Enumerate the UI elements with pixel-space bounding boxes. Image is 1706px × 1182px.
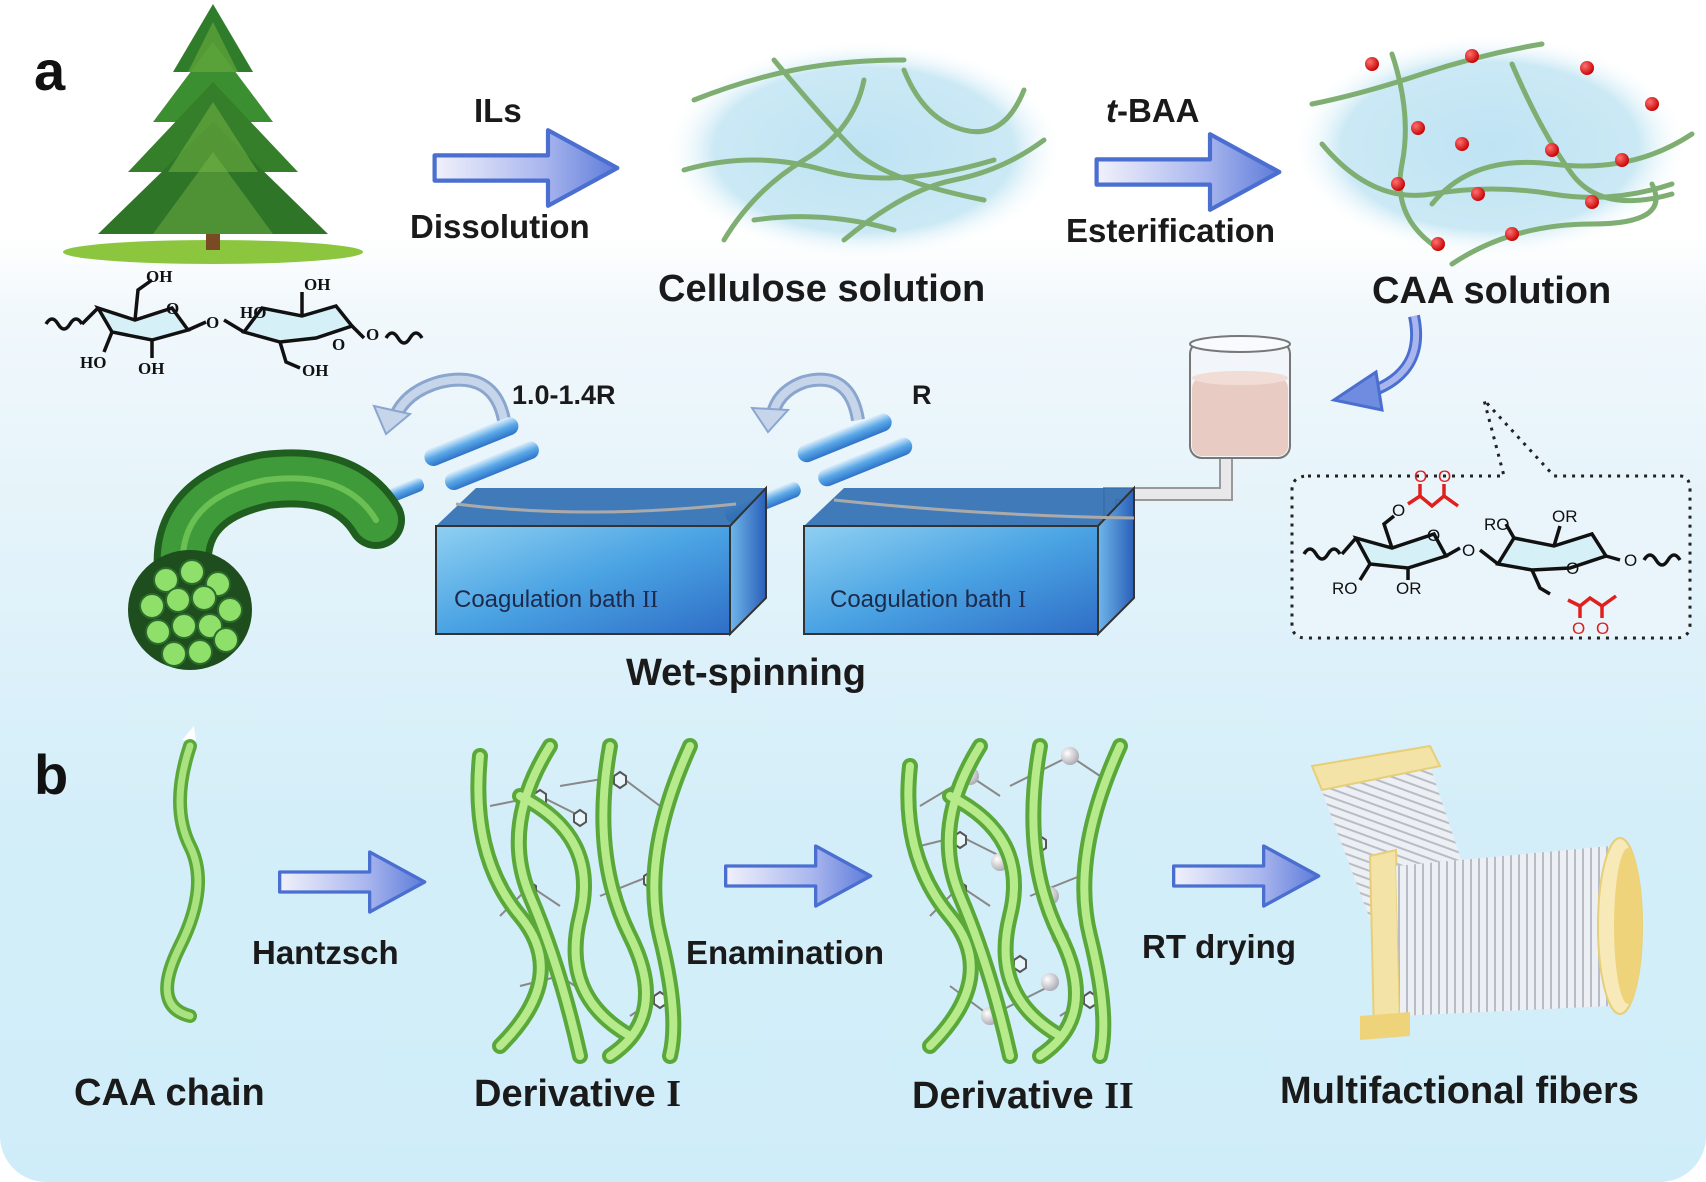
caa-chain-illustration — [160, 726, 205, 1023]
caa-solution-label: CAA solution — [1372, 270, 1612, 312]
derivative-2-illustration — [900, 738, 1128, 1064]
panel-b-letter: b — [34, 743, 69, 806]
enamination-label: Enamination — [686, 934, 885, 971]
label-o: O — [206, 313, 219, 332]
label-o: O — [366, 325, 379, 344]
label-o: O — [1392, 501, 1405, 520]
tree-illustration — [63, 4, 363, 264]
bath-1-label: Coagulation bath I — [830, 586, 1026, 614]
bath-2-numeral: II — [642, 587, 659, 613]
label-o: O — [1624, 551, 1637, 570]
base-roller-speed-label: R — [912, 380, 932, 410]
rt-drying-arrow-icon — [1172, 840, 1322, 912]
label-o: O — [1427, 526, 1440, 545]
enamination-arrow-icon — [724, 840, 874, 912]
label-o: O — [1596, 619, 1609, 638]
bath-1-numeral: I — [1018, 587, 1027, 613]
label-o: O — [1572, 619, 1585, 638]
bath-2-text: Coagulation bath — [454, 586, 636, 613]
multifactional-fibers-label: Multifactional fibers — [1280, 1070, 1639, 1112]
fast-roller-speed-label: 1.0-1.4R — [512, 380, 616, 410]
label-ro: RO — [1332, 579, 1358, 598]
arrow2-top-label: t-BAA — [1106, 92, 1199, 130]
coagulation-bath-1 — [803, 485, 1135, 637]
wet-spinning-label: Wet-spinning — [626, 652, 866, 694]
arrow1-bottom-label: Dissolution — [410, 208, 590, 245]
caa-solution-illustration — [1292, 34, 1695, 267]
label-oh: OH — [138, 359, 164, 378]
caa-chain-label: CAA chain — [74, 1072, 265, 1114]
bath-1-text: Coagulation bath — [830, 586, 1012, 613]
derivative-2-label: Derivative II — [912, 1074, 1134, 1118]
t-italic: t — [1106, 92, 1117, 129]
arrow2-bottom-label: Esterification — [1066, 212, 1276, 249]
derivative-1-illustration — [470, 738, 698, 1064]
label-o: O — [1566, 559, 1579, 578]
esterification-arrow-icon — [1094, 130, 1284, 214]
rt-drying-label: RT drying — [1142, 928, 1296, 965]
arrow1-top-label: ILs — [474, 92, 522, 129]
label-o: O — [1414, 467, 1427, 486]
label-ho: HO — [240, 303, 266, 322]
cellulose-solution-label: Cellulose solution — [658, 268, 986, 310]
base-roller-icon — [724, 372, 913, 523]
acac-groups — [1365, 49, 1659, 251]
dissolution-arrow-icon — [432, 126, 622, 210]
label-o: O — [1438, 467, 1451, 486]
fiber-bundle-illustration — [128, 449, 405, 670]
derivative-1-text: Derivative — [474, 1073, 656, 1115]
cellulose-chemical-structure: OH O HO OH O HO OH O O OH — [44, 267, 424, 380]
cellulose-solution-illustration — [664, 40, 1064, 260]
label-ho: HO — [80, 353, 106, 372]
fiber-spools-illustration — [1310, 744, 1643, 1040]
derivative-1-numeral: I — [666, 1073, 682, 1115]
curved-arrow-icon — [1330, 314, 1423, 412]
hantzsch-label: Hantzsch — [252, 934, 399, 971]
caa-structure-callout: O O O O RO OR O RO OR O O O O — [1290, 398, 1692, 640]
bath-2-label: Coagulation bath II — [454, 586, 658, 614]
label-o: O — [332, 335, 345, 354]
fast-roller-icon — [348, 372, 539, 518]
hantzsch-arrow-icon — [278, 846, 428, 918]
label-or: OR — [1552, 507, 1578, 526]
coagulation-bath-2 — [435, 485, 767, 637]
label-o: O — [166, 299, 179, 318]
label-oh: OH — [304, 275, 330, 294]
label-ro: RO — [1484, 515, 1510, 534]
derivative-1-label: Derivative I — [474, 1072, 681, 1116]
label-oh: OH — [146, 267, 172, 286]
derivative-2-numeral: II — [1104, 1075, 1134, 1117]
label-o: O — [1462, 541, 1475, 560]
label-oh: OH — [302, 361, 328, 380]
panel-a-letter: a — [34, 39, 66, 102]
baa-text: -BAA — [1117, 92, 1200, 129]
beaker-illustration — [1103, 335, 1291, 516]
derivative-2-text: Derivative — [912, 1075, 1094, 1117]
label-or: OR — [1396, 579, 1422, 598]
